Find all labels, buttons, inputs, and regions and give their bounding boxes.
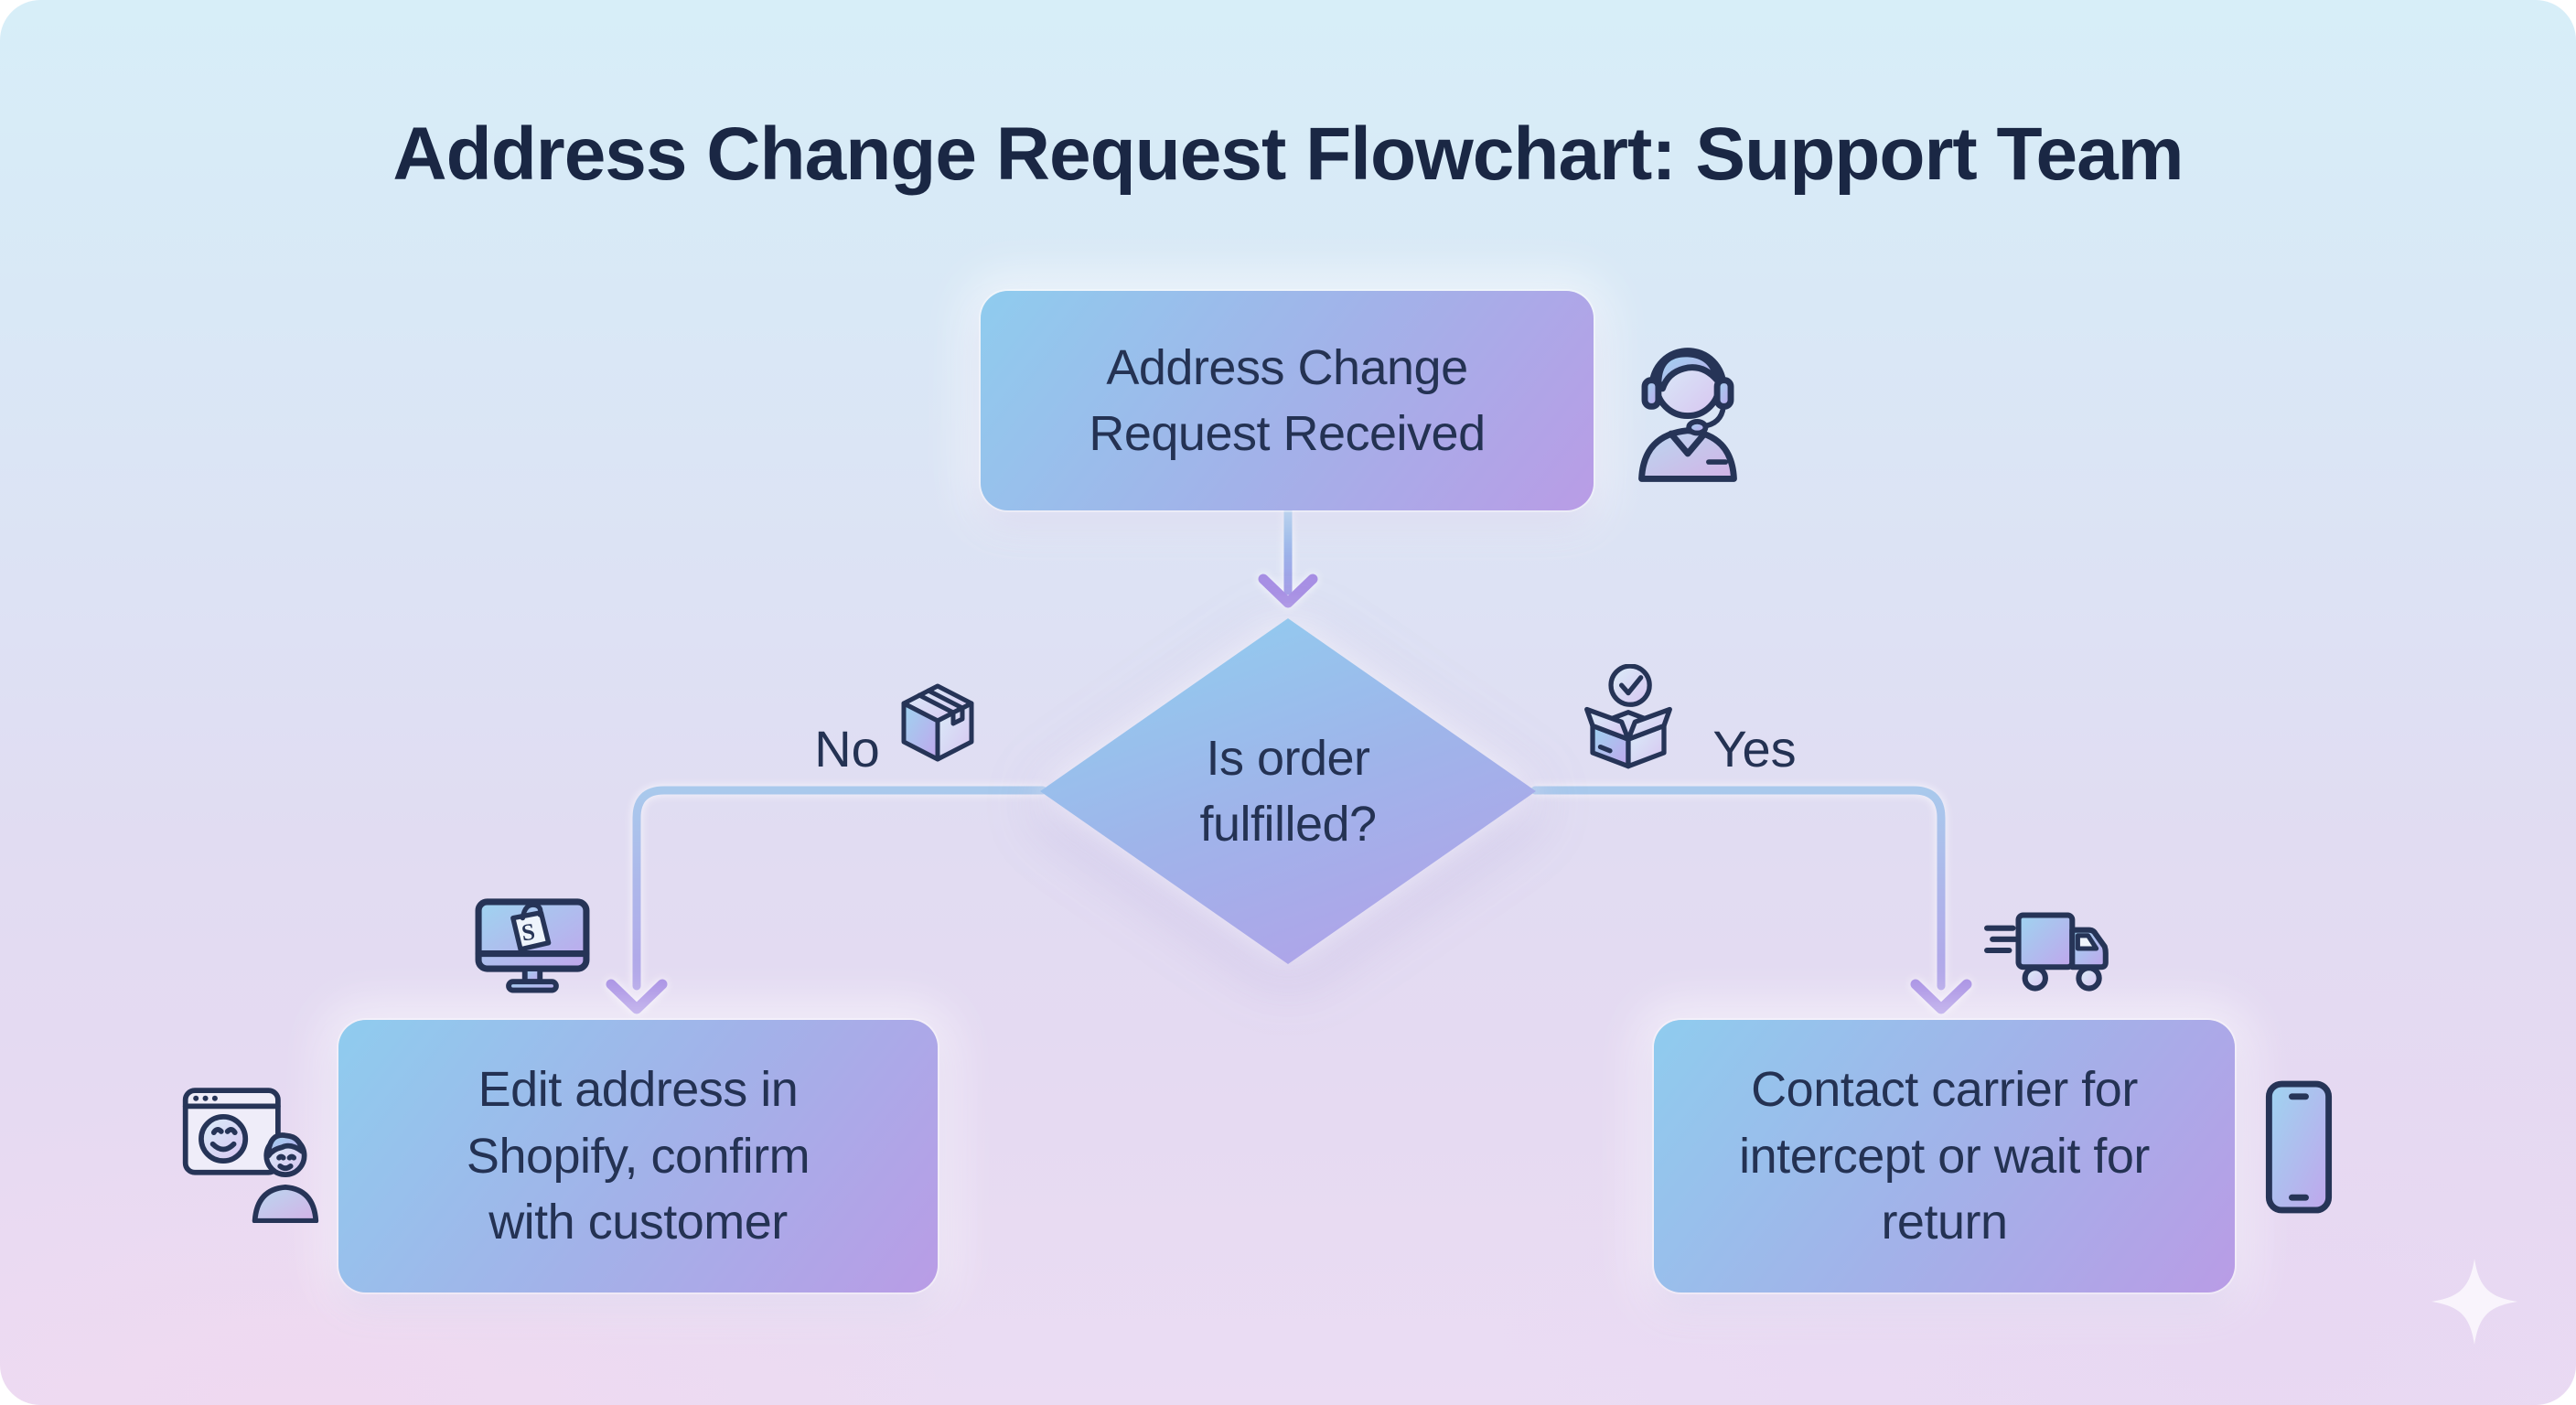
package-open-check-icon [1575, 664, 1681, 772]
sparkle-icon [2430, 1257, 2519, 1346]
customer-browser-icon [181, 1076, 320, 1223]
package-closed-icon [892, 677, 983, 768]
start-node: Address Change Request Received [981, 291, 1594, 510]
smartphone-icon [2263, 1079, 2334, 1215]
action-node-yes: Contact carrier for intercept or wait fo… [1654, 1020, 2235, 1292]
no-branch-label: No [814, 720, 880, 778]
svg-text:S: S [520, 918, 536, 947]
action-node-no: Edit address in Shopify, confirm with cu… [338, 1020, 938, 1292]
decision-diamond-shape: Is order fulfilled? [1040, 618, 1536, 964]
delivery-truck-icon [1981, 904, 2120, 997]
action-node-yes-text: Contact carrier for intercept or wait fo… [1739, 1062, 2150, 1250]
decision-text: Is order fulfilled? [1199, 730, 1377, 852]
shopify-monitor-icon: S [472, 895, 593, 1006]
start-node-text: Address Change Request Received [1089, 339, 1486, 461]
yes-branch-label: Yes [1712, 720, 1797, 778]
page-title: Address Change Request Flowchart: Suppor… [392, 113, 2184, 196]
decision-diamond: Is order fulfilled? [1040, 618, 1536, 964]
support-agent-icon [1624, 326, 1752, 483]
action-node-no-text: Edit address in Shopify, confirm with cu… [466, 1062, 810, 1250]
